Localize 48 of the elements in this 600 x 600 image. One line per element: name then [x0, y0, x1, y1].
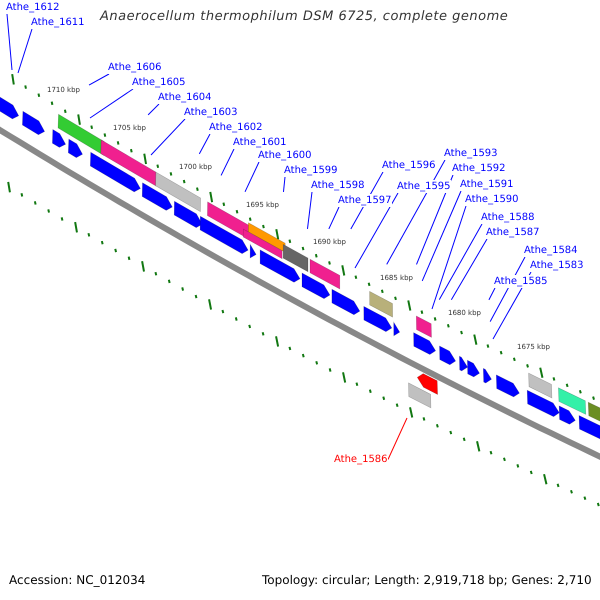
footer-text: Accession: NC_012034 [9, 574, 146, 587]
footer-text: Topology: circular; Length: 2,919,718 bp; Genes: 2,710 [262, 574, 592, 587]
leader-line [220, 148, 234, 176]
gene-label: Athe_1602 [209, 121, 263, 134]
gene-label: Athe_1599 [284, 164, 338, 177]
leader-line [438, 224, 482, 300]
gene-label: Athe_1595 [397, 180, 451, 193]
leader-line [88, 74, 110, 86]
gene-label: Athe_1593 [444, 147, 498, 160]
gene-label: Athe_1611 [31, 16, 85, 29]
gene-label: Athe_1583 [530, 259, 584, 272]
gene-label: Athe_1612 [6, 1, 60, 14]
gene-label: Athe_1585 [494, 275, 548, 288]
gene-label: Athe_1588 [481, 211, 535, 224]
leader-line [388, 418, 408, 460]
leader-line [90, 88, 134, 118]
leader-line [150, 118, 186, 156]
gene-label: Athe_1596 [382, 159, 436, 172]
gene-label: Athe_1606 [108, 61, 162, 74]
leader-line [386, 160, 446, 265]
gene-label: Athe_1600 [258, 149, 312, 162]
gene-label: Athe_1590 [465, 193, 519, 206]
leader-line [148, 104, 160, 116]
leader-line [416, 174, 454, 265]
leader-line [432, 206, 466, 310]
gene-label: Athe_1601 [233, 136, 287, 149]
leader-line [488, 288, 496, 300]
leader-line [6, 14, 12, 70]
leader-line [422, 190, 462, 282]
gene-label: Athe_1597 [338, 194, 392, 207]
gene-label: Athe_1587 [486, 226, 540, 239]
leader-line [18, 28, 32, 74]
leader-line [354, 192, 398, 268]
leader-line [306, 192, 312, 230]
leader-line [328, 206, 340, 230]
title: Anaerocellum thermophilum DSM 6725, complete genome [100, 10, 508, 23]
gene-label: Athe_1604 [158, 91, 212, 104]
gene-label: Athe_1591 [460, 178, 514, 191]
leader-line [450, 238, 488, 300]
gene-label: Athe_1584 [524, 244, 578, 257]
gene-label: Athe_1605 [132, 76, 186, 89]
gene-label: Athe_1586 [334, 453, 388, 466]
leader-line [244, 162, 260, 192]
leader-line [282, 176, 286, 192]
gene-label: Athe_1603 [184, 106, 238, 119]
gene-label: Athe_1598 [311, 179, 365, 192]
leader-line [198, 134, 210, 154]
gene-label: Athe_1592 [452, 162, 506, 175]
